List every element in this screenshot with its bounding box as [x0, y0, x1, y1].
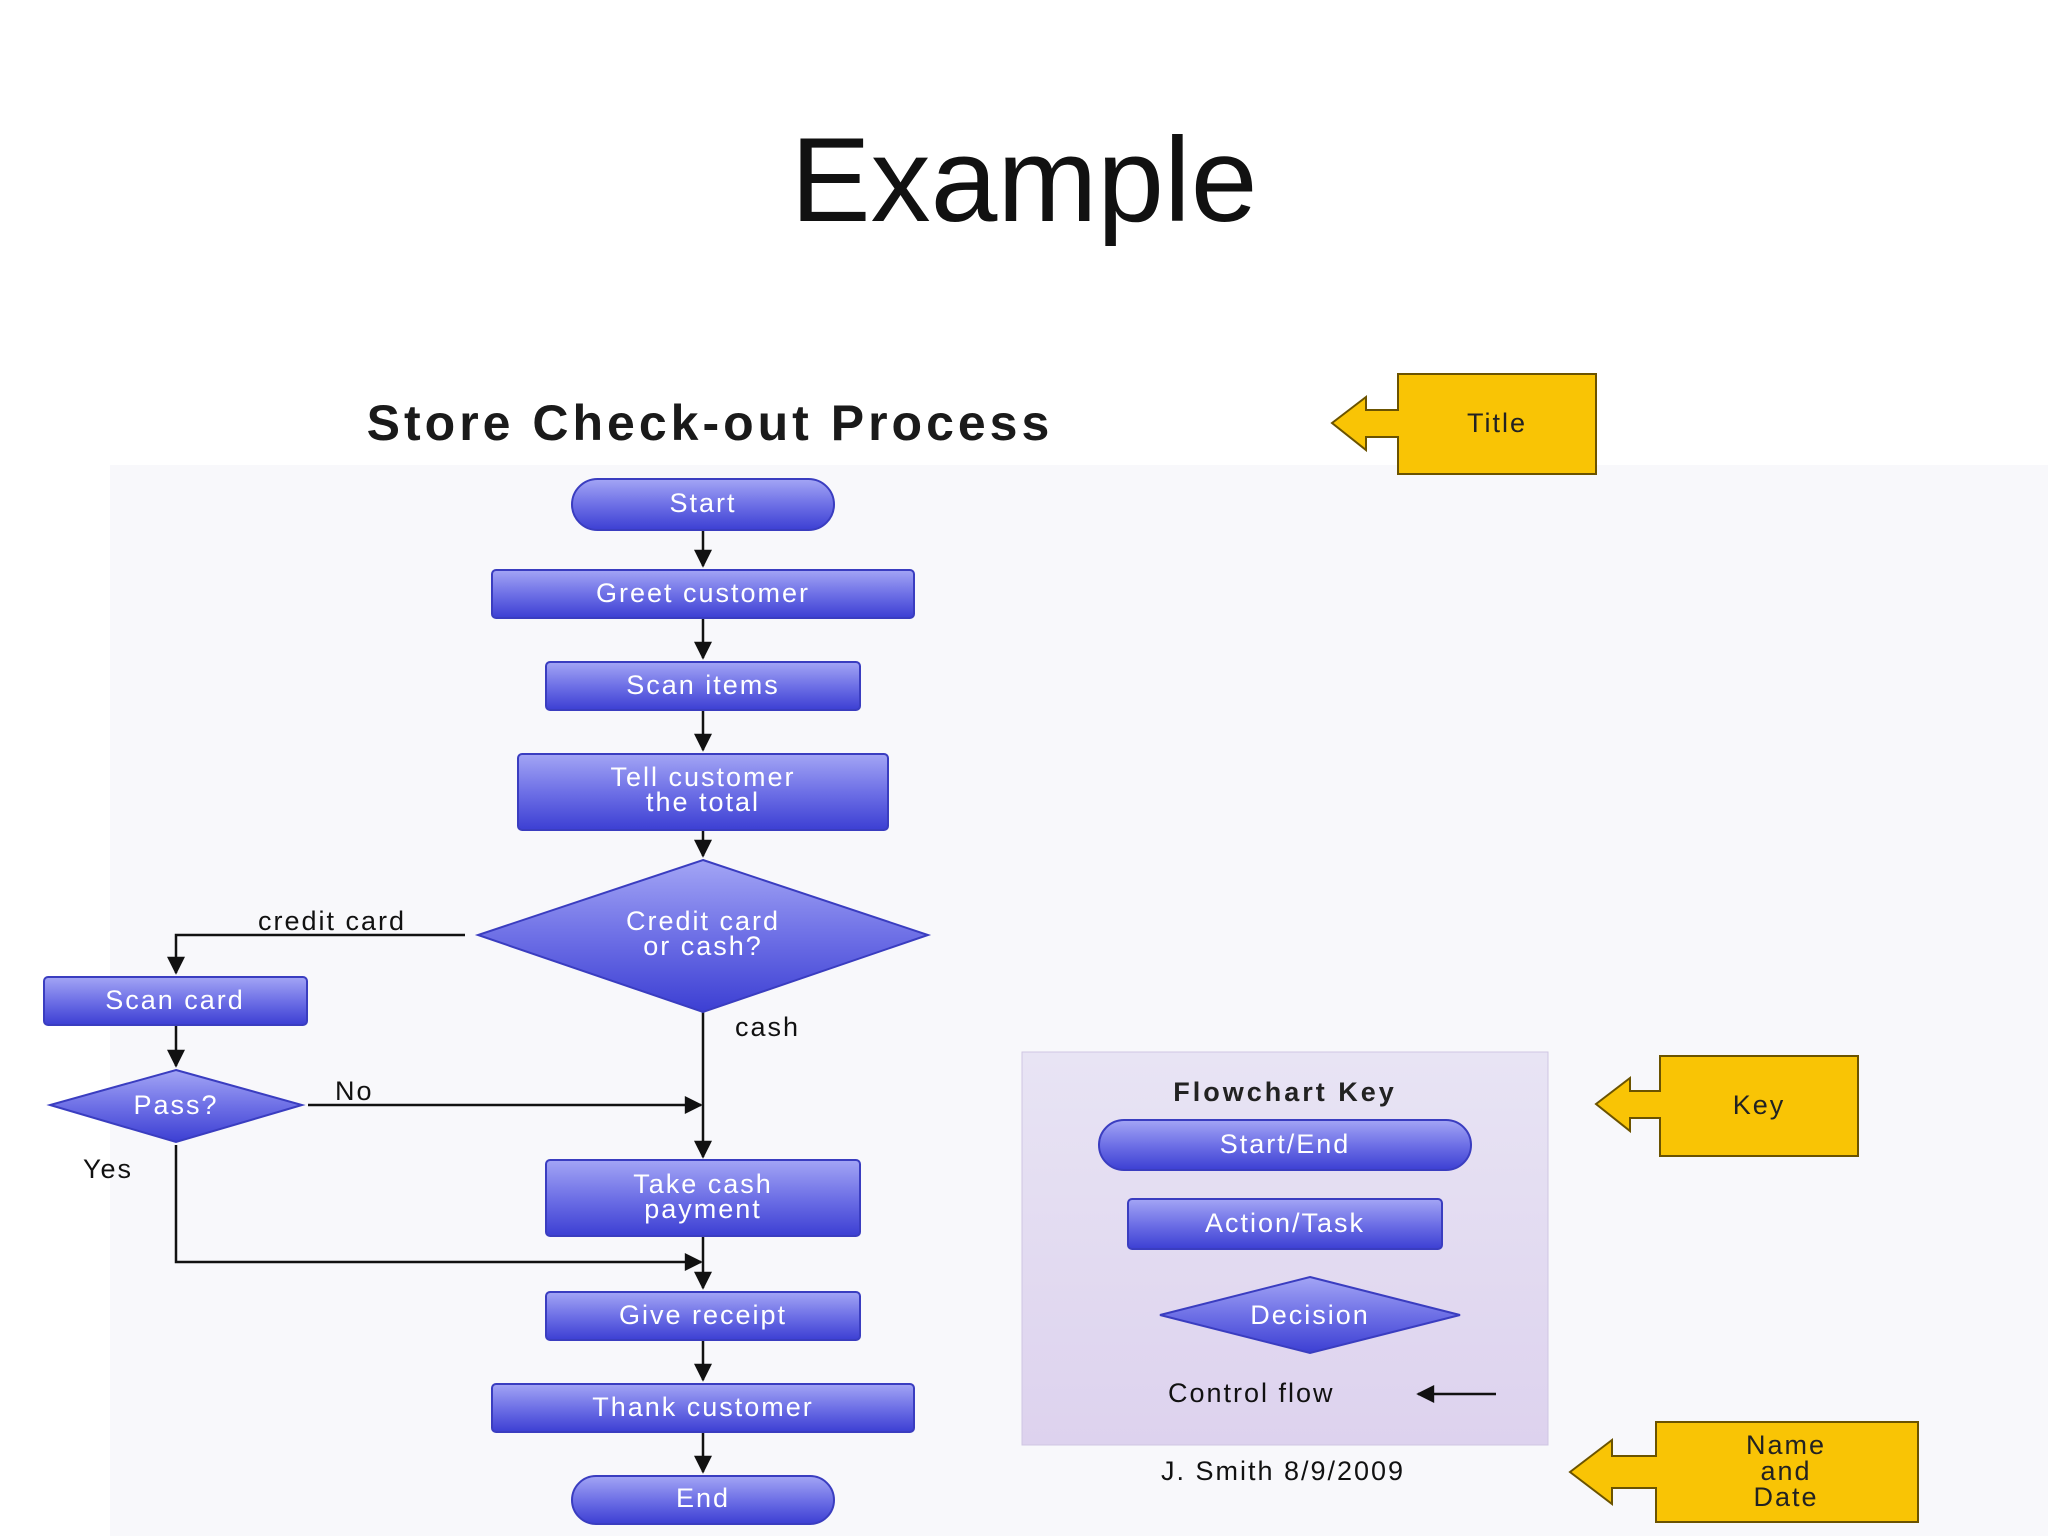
key-decision-shape: [1159, 1275, 1461, 1355]
author-date: J. Smith 8/9/2009: [1161, 1456, 1405, 1486]
key-start-end-label: Start/End: [1220, 1129, 1351, 1159]
edge-decision-scancard: [167, 933, 465, 975]
edge-label-yes: Yes: [83, 1154, 133, 1184]
node-start: Start: [571, 478, 835, 531]
node-take-cash-line2: payment: [644, 1194, 762, 1224]
callout-title-label: Title: [1467, 408, 1527, 438]
slide-title: Example: [790, 113, 1258, 247]
node-end-label: End: [676, 1483, 730, 1513]
key-action-task-shape: [1127, 1198, 1443, 1250]
node-pass-label: Pass?: [133, 1090, 218, 1120]
node-thank-customer: Thank customer: [491, 1383, 915, 1433]
key-control-flow-label: Control flow: [1168, 1378, 1335, 1408]
edge-pass-yes: [174, 1145, 703, 1271]
key-start-end-shape: [1098, 1119, 1472, 1171]
node-tell-total-line2: the total: [646, 787, 760, 817]
edge-label-cash: cash: [735, 1012, 800, 1042]
callout-name-date-line2: and: [1760, 1456, 1811, 1486]
callout-name-date: Name and Date: [1568, 1421, 1919, 1523]
callout-name-date-line3: Date: [1753, 1482, 1818, 1512]
node-pass-decision: Pass?: [46, 1068, 306, 1144]
node-payment-decision: Credit card or cash?: [474, 858, 932, 1014]
node-end: End: [571, 1475, 835, 1525]
node-decision-line2: or cash?: [643, 931, 763, 961]
callout-title: Title: [1330, 373, 1597, 475]
callout-name-date-line1: Name: [1746, 1430, 1826, 1460]
node-scan-items-label: Scan items: [626, 670, 780, 700]
node-tell-total: Tell customer the total: [517, 753, 889, 831]
node-greet-label: Greet customer: [596, 578, 810, 608]
node-greet-customer: Greet customer: [491, 569, 915, 619]
connectors: [167, 530, 712, 1474]
node-scan-items: Scan items: [545, 661, 861, 711]
key-decision-label: Decision: [1250, 1300, 1370, 1330]
node-give-receipt-label: Give receipt: [619, 1300, 787, 1330]
edge-label-credit-card: credit card: [258, 906, 406, 936]
node-take-cash-line1: Take cash: [633, 1169, 773, 1199]
diagram-title: Store Check-out Process: [367, 395, 1054, 451]
node-give-receipt: Give receipt: [545, 1291, 861, 1341]
flowchart-key: Flowchart Key Start/End Action/Task Deci…: [1021, 1051, 1549, 1446]
node-tell-total-line1: Tell customer: [610, 762, 795, 792]
node-decision-line1: Credit card: [626, 906, 780, 936]
key-action-task-label: Action/Task: [1205, 1208, 1365, 1238]
node-thank-label: Thank customer: [592, 1392, 814, 1422]
callout-key: Key: [1594, 1055, 1859, 1157]
key-heading: Flowchart Key: [1173, 1077, 1397, 1107]
callout-key-label: Key: [1733, 1090, 1786, 1120]
edge-label-no: No: [335, 1076, 374, 1106]
node-start-label: Start: [669, 488, 736, 518]
node-take-cash: Take cash payment: [545, 1159, 861, 1237]
node-scan-card-label: Scan card: [105, 985, 245, 1015]
node-scan-card: Scan card: [43, 976, 308, 1026]
